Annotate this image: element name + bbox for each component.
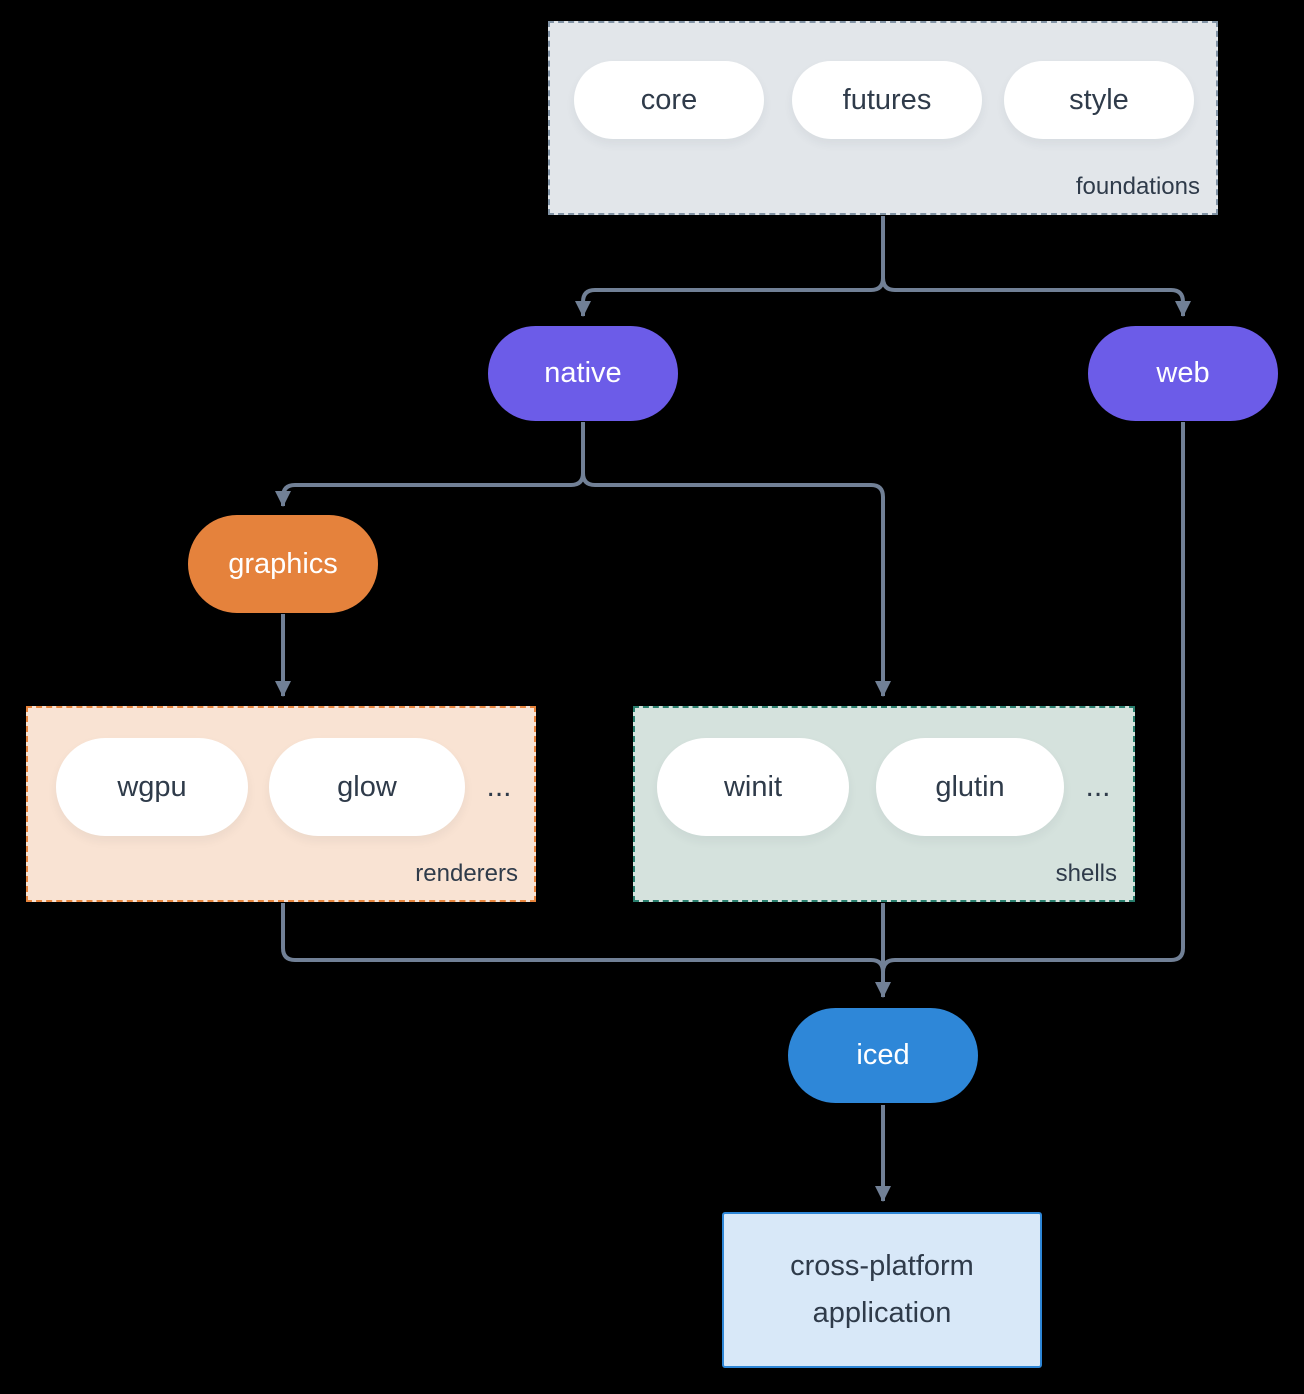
pill-wgpu-label: wgpu bbox=[117, 770, 187, 803]
pill-style-label: style bbox=[1069, 83, 1129, 116]
pill-futures: futures bbox=[792, 61, 982, 139]
pill-futures-label: futures bbox=[842, 83, 932, 116]
edge-foundations-native bbox=[575, 216, 885, 317]
edge-foundations-web bbox=[881, 216, 1191, 317]
node-web: web bbox=[1088, 326, 1278, 421]
pill-glutin-label: glutin bbox=[935, 770, 1005, 803]
pill-wgpu: wgpu bbox=[56, 738, 248, 836]
pill-glow-label: glow bbox=[337, 770, 397, 803]
edge-native-graphics bbox=[275, 422, 585, 507]
group-shells: winit glutin ... shells bbox=[633, 706, 1135, 902]
shells-ellipsis: ... bbox=[1085, 770, 1111, 803]
node-application-line2: application bbox=[812, 1297, 952, 1329]
pill-winit-label: winit bbox=[723, 770, 782, 803]
pill-glow: glow bbox=[269, 738, 465, 836]
pill-core-label: core bbox=[640, 83, 698, 116]
node-native: native bbox=[488, 326, 678, 421]
edge-renderers-merge bbox=[281, 903, 885, 973]
renderers-ellipsis: ... bbox=[486, 770, 512, 803]
node-iced: iced bbox=[788, 1008, 978, 1103]
group-renderers-label: renderers bbox=[415, 860, 518, 887]
group-shells-label: shells bbox=[1055, 860, 1117, 887]
group-foundations: core futures style foundations bbox=[548, 21, 1218, 215]
pill-winit: winit bbox=[657, 738, 849, 836]
node-graphics: graphics bbox=[188, 515, 378, 613]
node-application: cross-platform application bbox=[722, 1212, 1042, 1368]
node-iced-label: iced bbox=[856, 1039, 910, 1071]
pill-core: core bbox=[574, 61, 764, 139]
node-graphics-label: graphics bbox=[228, 547, 338, 580]
pill-glutin: glutin bbox=[876, 738, 1064, 836]
node-native-label: native bbox=[544, 357, 622, 389]
pill-style: style bbox=[1004, 61, 1194, 139]
node-application-line1: cross-platform bbox=[790, 1250, 974, 1282]
group-foundations-label: foundations bbox=[1075, 173, 1200, 200]
node-web-label: web bbox=[1156, 357, 1210, 389]
group-renderers: wgpu glow ... renderers bbox=[26, 706, 536, 902]
edge-native-shells bbox=[581, 422, 891, 697]
